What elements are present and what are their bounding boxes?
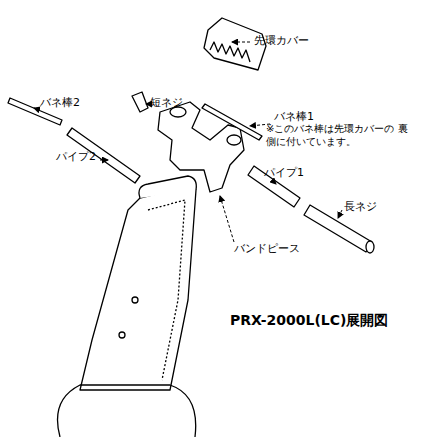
band-piece-bore — [227, 135, 241, 145]
watch-strap — [80, 186, 196, 390]
hand — [58, 385, 196, 437]
part-label: バンドピース — [234, 242, 300, 256]
leader-line — [338, 210, 342, 218]
spring-bar-1 — [202, 104, 262, 140]
part-label: パイプ2 — [56, 150, 96, 164]
leader-line — [232, 42, 250, 43]
long-screw-head — [366, 241, 374, 253]
part-label: 先環カバー — [254, 34, 309, 48]
leader-line — [220, 196, 234, 242]
note-text: ※このバネ棒は先環カバーの 裏側に付いています。 — [266, 123, 416, 148]
leader-line — [34, 108, 40, 110]
strap-loop — [139, 176, 196, 198]
leader-line — [100, 160, 108, 161]
cover-teeth — [210, 42, 250, 62]
part-label: バネ棒1 — [274, 110, 314, 124]
part-label: 短ネジ — [150, 96, 183, 110]
leader-line — [272, 180, 276, 184]
part-label: パイプ1 — [264, 166, 304, 180]
strap-inner-line — [148, 200, 185, 380]
diagram-title: PRX-2000L(LC)展開図 — [230, 312, 388, 330]
strap-hole — [119, 332, 125, 338]
strap-hole — [132, 297, 138, 303]
leader-line — [146, 104, 150, 105]
short-screw — [132, 92, 148, 112]
part-label: 長ネジ — [344, 200, 377, 214]
band-piece — [158, 102, 244, 192]
part-label: バネ棒2 — [40, 96, 80, 110]
